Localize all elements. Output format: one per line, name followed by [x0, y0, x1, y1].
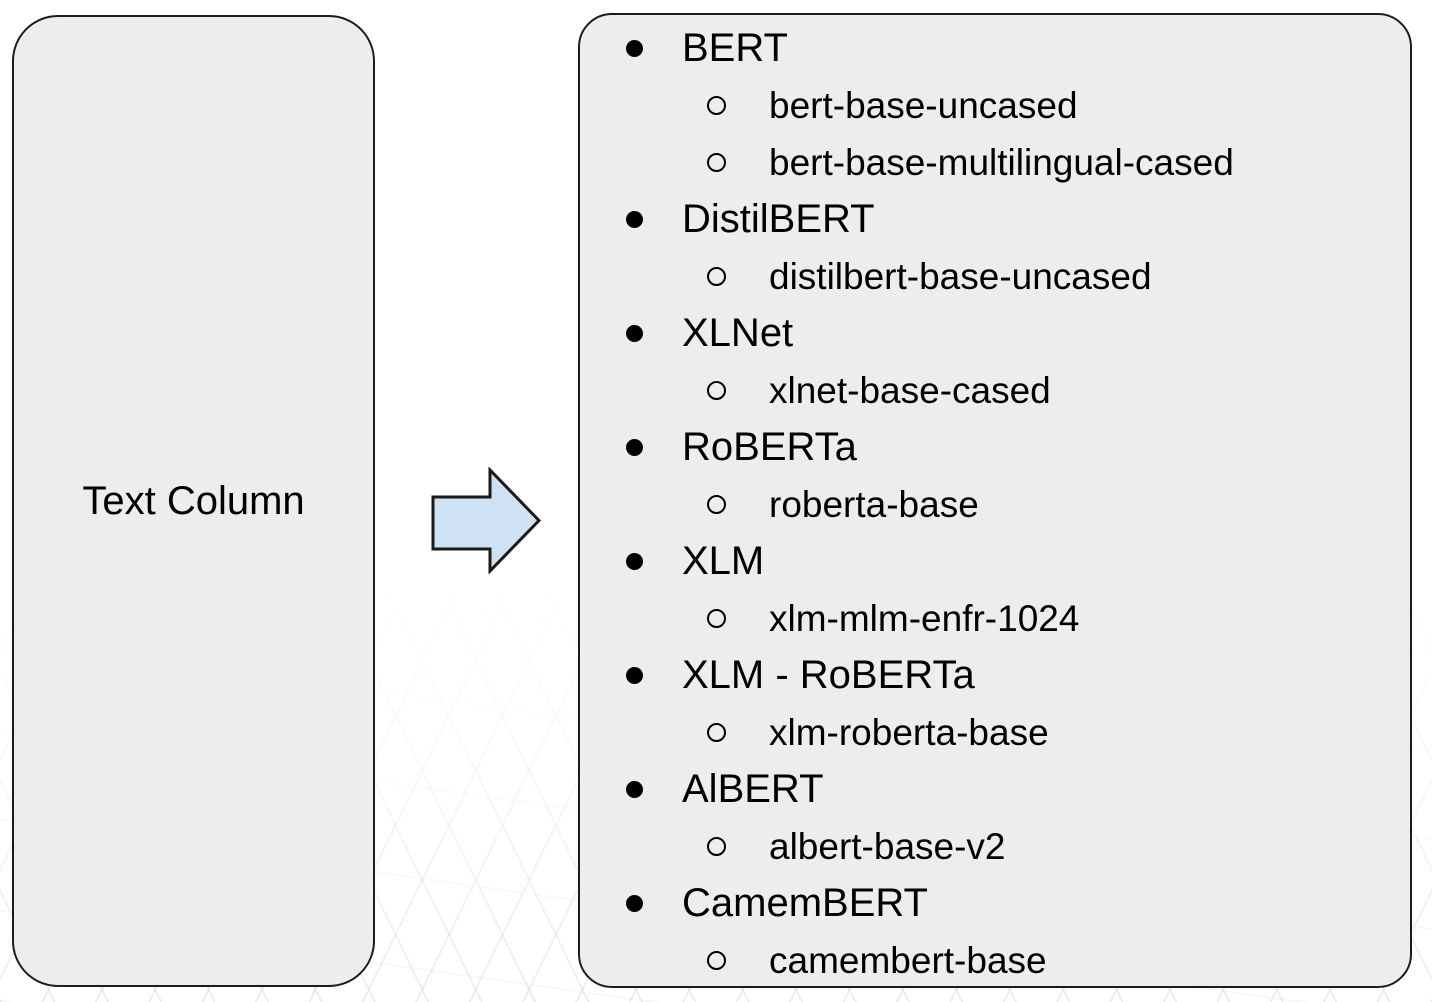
model-family-name: BERT [682, 26, 788, 70]
bullet-icon [626, 325, 643, 342]
circle-bullet-icon [707, 723, 726, 742]
list-item: CamemBERT [580, 875, 1410, 932]
model-variant-name: albert-base-v2 [769, 825, 1006, 867]
bullet-icon [626, 667, 643, 684]
model-variant-name: xlm-roberta-base [769, 711, 1049, 753]
model-family-name: DistilBERT [682, 197, 875, 241]
list-item: xlm-roberta-base [580, 704, 1410, 761]
text-column-label: Text Column [82, 479, 305, 523]
bullet-icon [626, 895, 643, 912]
model-family-name: XLM [682, 539, 765, 583]
model-variant-name: bert-base-uncased [769, 84, 1078, 126]
list-item: bert-base-uncased [580, 77, 1410, 134]
circle-bullet-icon [707, 267, 726, 286]
list-item: bert-base-multilingual-cased [580, 134, 1410, 191]
list-item: XLM [580, 533, 1410, 590]
model-variant-name: camembert-base [769, 939, 1047, 981]
list-item: xlm-mlm-enfr-1024 [580, 590, 1410, 647]
bullet-icon [626, 40, 643, 57]
bullet-icon [626, 553, 643, 570]
model-variant-name: roberta-base [769, 483, 979, 525]
model-variant-name: distilbert-base-uncased [769, 255, 1152, 297]
circle-bullet-icon [707, 153, 726, 172]
model-family-name: XLNet [682, 311, 794, 355]
circle-bullet-icon [707, 837, 726, 856]
list-item: XLNet [580, 305, 1410, 362]
model-variant-name: xlm-mlm-enfr-1024 [769, 597, 1080, 639]
circle-bullet-icon [707, 96, 726, 115]
model-variant-name: xlnet-base-cased [769, 369, 1051, 411]
circle-bullet-icon [707, 381, 726, 400]
list-item: BERT [580, 20, 1410, 77]
list-item: RoBERTa [580, 419, 1410, 476]
circle-bullet-icon [707, 951, 726, 970]
model-family-name: XLM - RoBERTa [682, 653, 975, 697]
circle-bullet-icon [707, 609, 726, 628]
list-item: XLM - RoBERTa [580, 647, 1410, 704]
list-item: xlnet-base-cased [580, 362, 1410, 419]
circle-bullet-icon [707, 495, 726, 514]
model-family-name: AlBERT [682, 767, 824, 811]
bullet-icon [626, 439, 643, 456]
list-item: camembert-base [580, 932, 1410, 986]
bullet-icon [626, 781, 643, 798]
bullet-icon [626, 211, 643, 228]
list-item: DistilBERT [580, 191, 1410, 248]
list-item: albert-base-v2 [580, 818, 1410, 875]
model-family-name: CamemBERT [682, 881, 928, 925]
text-column-box: Text Column [12, 15, 375, 987]
list-item: roberta-base [580, 476, 1410, 533]
model-family-name: RoBERTa [682, 425, 857, 469]
list-item: AlBERT [580, 761, 1410, 818]
model-list-box: BERT bert-base-uncased bert-base-multili… [578, 13, 1412, 988]
model-variant-name: bert-base-multilingual-cased [769, 141, 1234, 183]
list-item: distilbert-base-uncased [580, 248, 1410, 305]
right-arrow-icon [431, 466, 542, 575]
